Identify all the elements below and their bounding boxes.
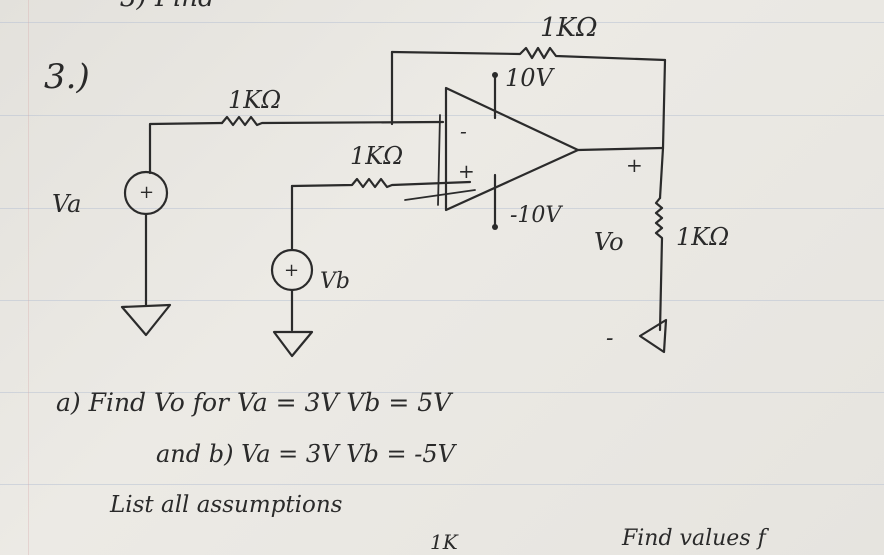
output-wire bbox=[576, 146, 665, 152]
inverting-input-sign: - bbox=[460, 119, 467, 143]
vo-label: Vo bbox=[594, 228, 624, 256]
feedback-wire-right bbox=[661, 58, 667, 150]
vb-label: Vb bbox=[320, 269, 350, 294]
stray-stroke bbox=[437, 114, 441, 206]
feedback-resistor-label: 1KΩ bbox=[540, 13, 598, 43]
question-c: List all assumptions bbox=[110, 492, 343, 518]
resistor-rb bbox=[290, 177, 472, 189]
output-plus-sign: + bbox=[626, 153, 643, 177]
va-wire-up bbox=[148, 121, 224, 175]
load-resistor-label: 1KΩ bbox=[676, 223, 729, 251]
op-amp bbox=[444, 86, 580, 212]
va-label: Va bbox=[52, 190, 81, 218]
vb-plus-sign: + bbox=[284, 260, 299, 281]
top-cut-text: 3) Find bbox=[120, 0, 215, 13]
neg-supply-label: -10V bbox=[510, 203, 563, 228]
rb-label: 1KΩ bbox=[350, 142, 403, 170]
ground-icon bbox=[638, 318, 668, 354]
ground-icon bbox=[272, 330, 314, 358]
load-resistor bbox=[654, 196, 664, 332]
bottom-cut-left: 1K bbox=[430, 530, 458, 554]
question-a: a) Find Vo for Va = 3V Vb = 5V bbox=[56, 388, 452, 417]
feedback-resistor bbox=[390, 46, 667, 62]
noninverting-input-sign: + bbox=[458, 159, 475, 183]
pos-supply-node bbox=[492, 72, 498, 78]
ra-label: 1KΩ bbox=[228, 86, 281, 114]
va-plus-sign: + bbox=[139, 182, 154, 203]
question-b: and b) Va = 3V Vb = -5V bbox=[156, 440, 455, 468]
stray-stroke bbox=[404, 189, 476, 201]
ground-icon bbox=[120, 303, 172, 337]
problem-number: 3.) bbox=[44, 57, 90, 97]
resistor-ra bbox=[220, 115, 445, 127]
bottom-cut-right: Find values f bbox=[622, 526, 766, 551]
neg-supply-node bbox=[492, 224, 498, 230]
pos-supply-label: 10V bbox=[505, 64, 556, 92]
output-minus-sign: - bbox=[606, 326, 613, 351]
load-wire-top bbox=[658, 146, 665, 200]
